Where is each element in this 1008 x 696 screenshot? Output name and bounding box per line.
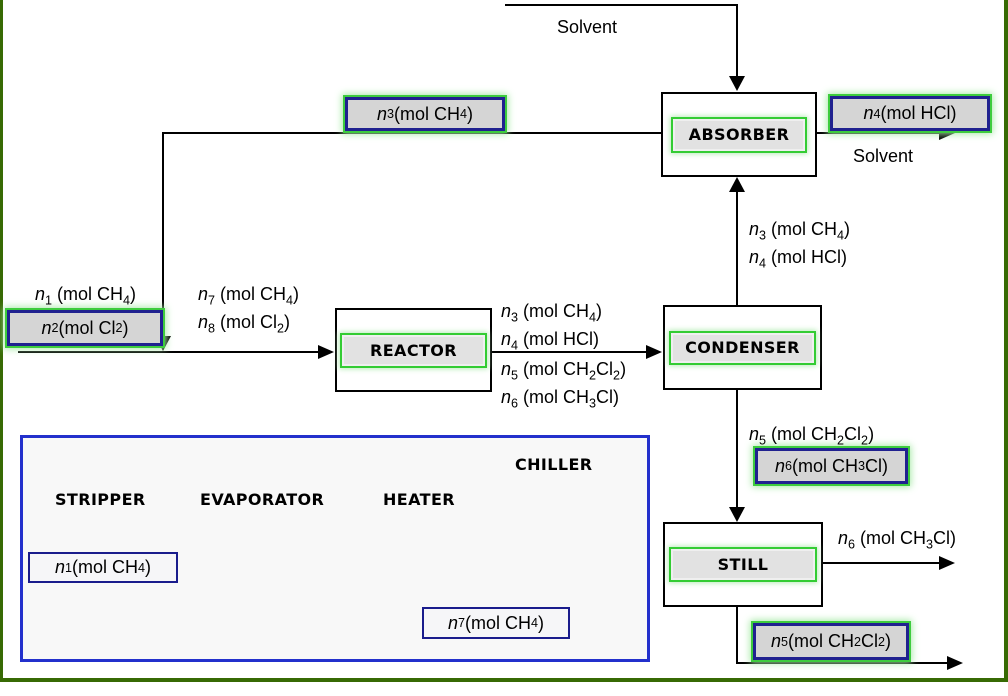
arrowhead-right-still-overhead [939,556,955,570]
absorber-label[interactable]: ABSORBER [671,116,807,153]
absorber-outlet-line [817,132,939,134]
condenser-overhead-line2: n4 (mol HCl) [749,246,848,271]
condenser-overhead-line1: n3 (mol CH4) [749,219,851,243]
absorber-unit-box: ABSORBER [661,92,817,177]
condenser-to-absorber-line [736,192,738,305]
tray-option-evaporator[interactable]: EVAPORATOR [200,490,325,509]
arrowhead-right-into-reactor [318,345,334,359]
reactor-label[interactable]: REACTOR [340,332,487,368]
reactor-to-condenser-line [492,351,647,353]
feed-line [18,351,319,353]
reactor-out-line4: n6 (mol CH3Cl) [501,386,620,411]
arrowhead-right-still-bottoms [947,656,963,670]
solvent-feed-line-h [505,4,738,6]
fresh-feed-ch4-label: n1 (mol CH4) [35,284,137,308]
combined-feed-label: n7 (mol CH4) n8 (mol Cl2) [198,284,299,339]
reactor-out-liquid-label: n5 (mol CH2Cl2) n6 (mol CH3Cl) [501,359,626,414]
still-label[interactable]: STILL [669,547,817,582]
solvent-in-label: Solvent [557,17,618,37]
solvent-feed-line-v [736,4,738,77]
arrowhead-up-into-absorber [729,177,745,192]
reactor-unit-box: REACTOR [335,308,492,392]
condenser-unit-box: CONDENSER [663,305,822,390]
still-overhead-label: n6 (mol CH3Cl) [838,528,957,552]
recycle-line-h [162,132,661,134]
reactor-out-line2: n4 (mol HCl) [501,328,600,353]
condenser-bottoms-label: n5 (mol CH2Cl2) [749,424,875,448]
reactor-out-line3: n5 (mol CH2Cl2) [501,359,627,383]
arrowhead-down-into-still [729,507,745,522]
solvent-out-label: Solvent [853,146,914,166]
reactor-out-gas-label: n3 (mol CH4) n4 (mol HCl) [501,301,602,356]
diagram-frame [0,0,1008,682]
arrowhead-right-into-condenser [646,345,662,359]
combined-feed-line2: n8 (mol Cl2) [198,311,291,336]
still-overhead-line [823,562,939,564]
tray-option-stripper[interactable]: STRIPPER [55,490,146,509]
still-unit-box: STILL [663,522,823,607]
condenser-label[interactable]: CONDENSER [669,330,816,365]
condenser-overhead-label: n3 (mol CH4) n4 (mol HCl) [749,219,850,274]
condenser-to-still-line [736,390,738,507]
still-bottoms-line-v [736,606,738,664]
still-bottoms-line-h [736,662,947,664]
tray-option-heater[interactable]: HEATER [383,490,456,509]
reactor-out-line1: n3 (mol CH4) [501,301,603,325]
combined-feed-line1: n7 (mol CH4) [198,284,300,308]
tray-option-chiller[interactable]: CHILLER [515,455,593,474]
arrowhead-down-into-absorber [729,76,745,91]
recycle-line-v [162,132,164,337]
